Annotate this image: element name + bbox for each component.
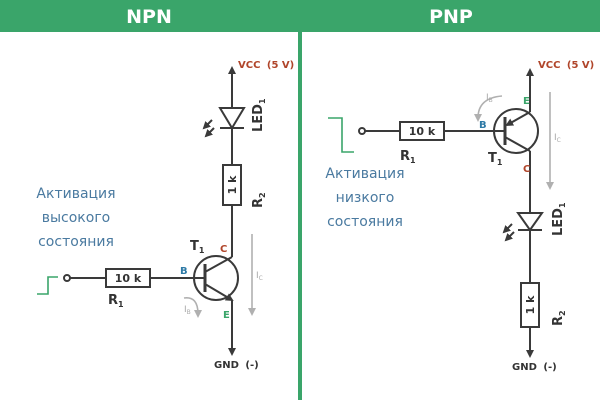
npn-ib-sub: B — [187, 309, 191, 316]
npn-r1 — [105, 268, 151, 288]
pnp-led — [502, 212, 544, 242]
npn-r1-value: 10 k — [115, 272, 142, 285]
npn-ib-label: IB — [184, 305, 191, 316]
npn-vcc-value: (5 V) — [267, 60, 294, 71]
npn-pin-b: B — [180, 266, 188, 277]
npn-r2-label: R2 — [251, 192, 267, 208]
pnp-pin-b: B — [479, 120, 487, 131]
pnp-gnd-value: (-) — [543, 362, 556, 373]
pnp-t-sub: 1 — [497, 158, 503, 167]
pnp-activation-line-3: состояния — [327, 214, 403, 230]
pnp-header — [302, 0, 600, 32]
pnp-activation-line-2: низкого — [336, 190, 395, 206]
pnp-circuit: VCC (5 V) E B C T1 10 k R1 Активация низ… — [325, 60, 594, 373]
npn-led — [202, 107, 246, 138]
npn-input-signal — [37, 276, 58, 295]
pnp-r2-label: R2 — [551, 310, 567, 326]
pnp-led-sub: 1 — [558, 202, 567, 208]
pnp-r2-value: 1 k — [524, 295, 537, 314]
pnp-pin-e: E — [523, 96, 530, 107]
pnp-r1-value: 10 k — [409, 125, 436, 138]
npn-transistor-label: T1 — [190, 239, 205, 255]
npn-r1-sub: 1 — [118, 300, 124, 309]
pnp-ib-sub: B — [489, 97, 493, 104]
pnp-vcc-value: (5 V) — [567, 60, 594, 71]
pnp-ib-label: IB — [486, 93, 493, 104]
npn-ib-arrow — [183, 297, 202, 318]
npn-pin-e: E — [223, 310, 230, 321]
pnp-r2-sub: 2 — [558, 310, 567, 316]
npn-activation-line-3: состояния — [38, 234, 114, 250]
npn-t-sub: 1 — [199, 246, 205, 255]
pnp-transistor-label: T1 — [488, 151, 503, 167]
npn-pin-c: C — [220, 244, 227, 255]
npn-gnd-value: (-) — [245, 360, 258, 371]
npn-r2-sub: 2 — [258, 192, 267, 198]
npn-led-sub: 1 — [258, 98, 267, 104]
npn-r1-label: R1 — [108, 293, 124, 309]
pnp-title: PNP — [429, 6, 473, 28]
npn-circuit: VCC (5 V) LED1 1 k R2 — [36, 60, 294, 371]
pnp-ib-arrow — [474, 95, 503, 122]
pnp-input-terminal — [358, 127, 366, 135]
npn-led-label: LED1 — [251, 98, 267, 132]
pnp-gnd-label: GND (-) — [512, 362, 557, 373]
npn-title: NPN — [126, 6, 172, 28]
pnp-r1 — [399, 121, 445, 141]
panel-divider — [298, 0, 302, 400]
pnp-led-label: LED1 — [551, 202, 567, 236]
pnp-ic-label: IC — [554, 133, 561, 144]
pnp-activation-line-1: Активация — [325, 166, 404, 182]
pnp-r1-sub: 1 — [410, 156, 416, 165]
pnp-input-signal — [328, 117, 354, 153]
npn-ic-sub: C — [259, 275, 263, 282]
npn-header — [0, 0, 298, 32]
npn-ic-label: IC — [256, 271, 263, 282]
npn-input-terminal — [63, 274, 71, 282]
pnp-ic-sub: C — [557, 137, 561, 144]
pnp-vcc-label: VCC (5 V) — [538, 60, 594, 71]
pnp-r1-label: R1 — [400, 149, 416, 165]
npn-gnd-label: GND (-) — [214, 360, 259, 371]
npn-activation-line-2: высокого — [42, 210, 111, 226]
npn-activation-line-1: Активация — [36, 186, 115, 202]
npn-r2-value: 1 k — [226, 175, 239, 194]
npn-vcc-label: VCC (5 V) — [238, 60, 294, 71]
pnp-pin-c: C — [523, 164, 530, 175]
